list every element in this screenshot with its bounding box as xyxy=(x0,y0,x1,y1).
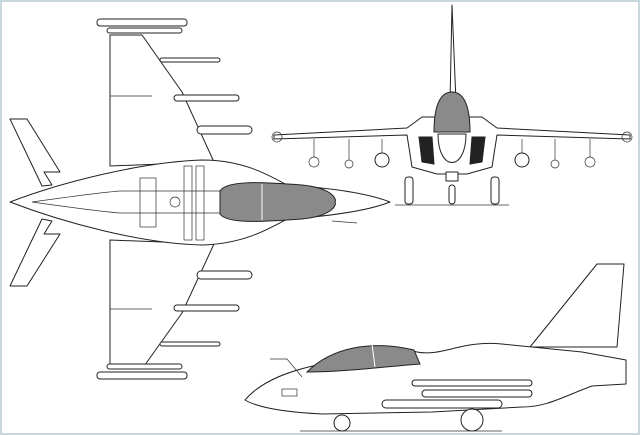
missile xyxy=(96,371,188,380)
intake-duct xyxy=(183,165,193,241)
front-view-stores xyxy=(308,139,596,169)
top-view-tail-upper xyxy=(9,118,61,187)
bomb xyxy=(173,94,240,102)
right-intake xyxy=(469,136,486,165)
store xyxy=(514,152,530,168)
intake-duct xyxy=(195,165,205,241)
wing-stores-upper xyxy=(96,18,253,135)
fuselage-centerline xyxy=(31,190,302,214)
fuel-tank xyxy=(196,125,253,135)
store xyxy=(584,156,596,168)
main-gear-right xyxy=(490,176,500,205)
front-view-canopy xyxy=(433,91,471,133)
store xyxy=(308,156,320,168)
front-view-fin xyxy=(449,4,457,103)
nose-gear xyxy=(448,184,456,205)
fuselage-hatch xyxy=(169,196,181,208)
side-view-fin xyxy=(529,263,625,348)
wingtip-missile xyxy=(271,131,283,143)
fuel-tank xyxy=(196,270,253,280)
missile xyxy=(106,363,183,370)
wing-stores-lower xyxy=(96,270,253,380)
side-view-canopy xyxy=(305,345,421,373)
refuel-probe xyxy=(331,220,358,224)
top-view xyxy=(9,18,391,380)
top-view-tail-lower xyxy=(9,218,61,287)
fuel-tank xyxy=(421,389,533,398)
side-panel xyxy=(281,388,298,397)
top-view-canopy xyxy=(219,182,336,222)
nose-wheel xyxy=(333,414,351,432)
main-gear-left xyxy=(404,176,414,205)
top-view-fuselage xyxy=(9,159,391,246)
missile xyxy=(96,18,188,27)
side-view xyxy=(244,263,627,432)
store xyxy=(374,152,390,168)
store xyxy=(344,159,354,169)
missile xyxy=(106,27,183,34)
airbrake xyxy=(139,177,157,228)
bomb xyxy=(173,304,240,312)
missile xyxy=(411,379,533,387)
missile xyxy=(159,341,221,347)
nose-gear-door xyxy=(445,171,459,182)
canopy-frame xyxy=(371,343,376,368)
store xyxy=(550,159,560,169)
bomb xyxy=(381,399,503,409)
left-intake xyxy=(418,136,435,165)
refuel-probe xyxy=(270,358,303,378)
side-view-stores xyxy=(381,379,533,409)
front-view xyxy=(271,4,633,206)
front-view-nose xyxy=(437,133,467,163)
main-wheel xyxy=(460,408,484,432)
missile xyxy=(159,57,221,63)
wingtip-missile xyxy=(621,131,633,143)
